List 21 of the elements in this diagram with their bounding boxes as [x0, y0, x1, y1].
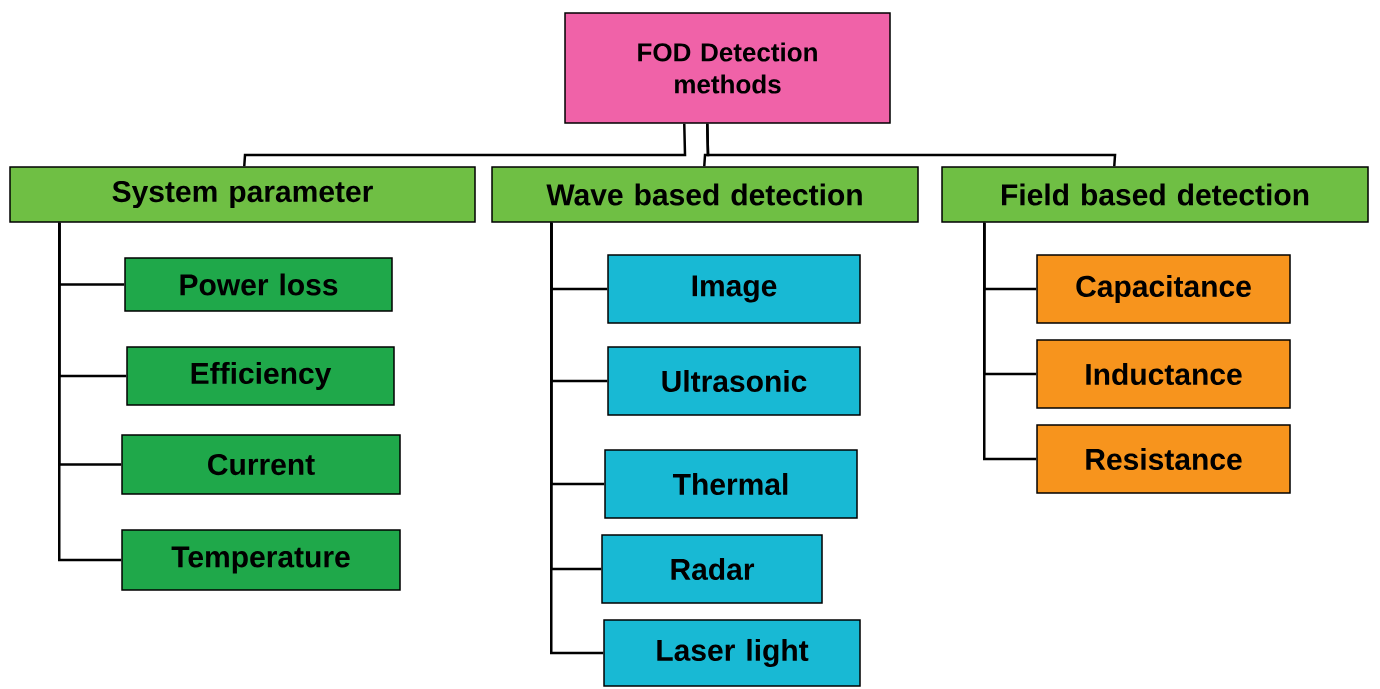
connector-line [58, 222, 122, 562]
method-box: Laser light [603, 619, 861, 687]
method-box: Inductance [1036, 339, 1291, 409]
connector-line [983, 222, 1037, 461]
method-box: Capacitance [1036, 254, 1291, 324]
method-box: Radar [601, 534, 823, 604]
connector-line [706, 123, 1117, 167]
method-box: Ultrasonic [607, 346, 861, 416]
category-box: System parameter [9, 166, 476, 223]
connector-line [243, 123, 687, 167]
method-box: Current [121, 434, 401, 495]
root-box: FOD Detection methods [564, 12, 891, 124]
category-box: Field based detection [941, 166, 1369, 223]
method-box: Resistance [1036, 424, 1291, 494]
method-box: Power loss [124, 257, 393, 312]
method-box: Image [607, 254, 861, 324]
method-box: Thermal [604, 449, 858, 519]
connector-line [550, 222, 604, 655]
method-box: Temperature [121, 529, 401, 591]
category-box: Wave based detection [491, 166, 919, 223]
method-box: Efficiency [126, 346, 395, 406]
